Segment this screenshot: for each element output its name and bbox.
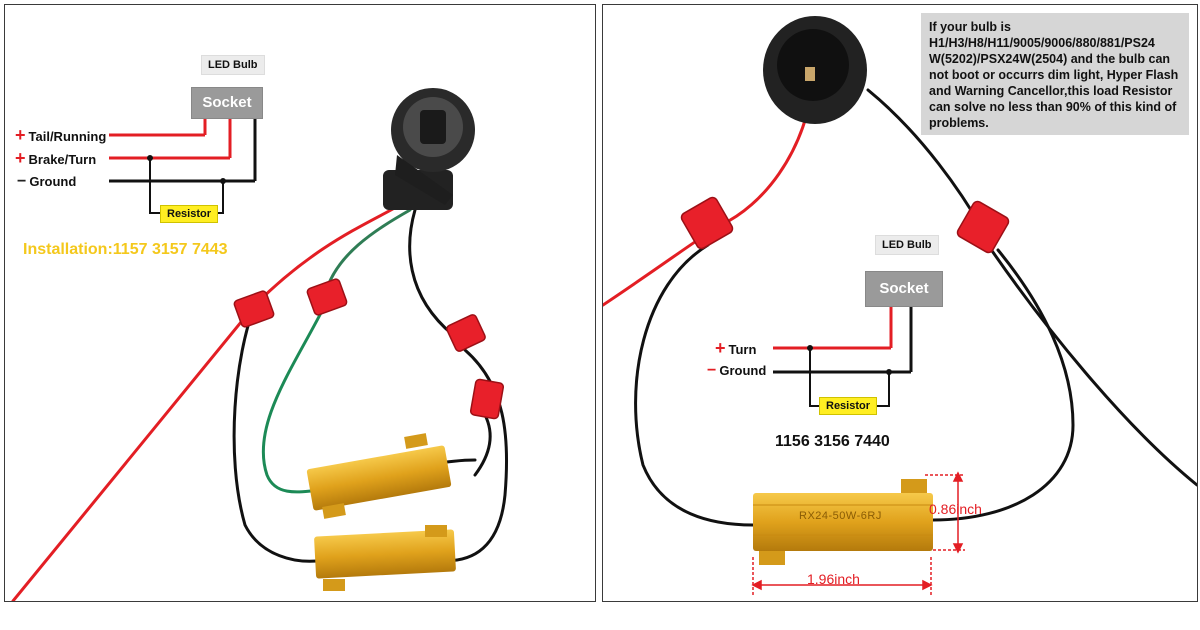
tail-running-text: Tail/Running <box>28 129 107 144</box>
brake-turn-text: Brake/Turn <box>28 152 97 167</box>
resistor-marking: RX24-50W-6RJ <box>799 510 882 522</box>
tap-connectors <box>680 196 1010 254</box>
resistor-bottom <box>314 525 456 591</box>
brake-turn-label: +Brake/Turn <box>15 148 96 169</box>
plus-icon: + <box>715 338 726 358</box>
photo-wires <box>603 83 1197 527</box>
schematic-wires <box>109 115 257 214</box>
plus-icon: + <box>15 148 26 168</box>
dimension-width: 1.96inch <box>807 571 860 587</box>
ground-label: −Ground <box>17 173 76 191</box>
ground-label: −Ground <box>707 362 766 380</box>
resistor-tag: Resistor <box>819 397 878 415</box>
right-wiring-photo <box>603 16 1197 595</box>
socket-box: Socket <box>191 87 263 119</box>
bulb-socket-photo <box>763 16 867 124</box>
resistor-photo <box>753 479 933 565</box>
left-panel: LED Bulb Socket +Tail/Running +Brake/Tur… <box>4 4 596 602</box>
tap-connectors <box>233 278 505 420</box>
right-panel: If your bulb is H1/H3/H8/H11/9005/9006/8… <box>602 4 1198 602</box>
minus-icon: − <box>707 362 717 379</box>
dimension-lines <box>751 471 965 595</box>
turn-label: +Turn <box>715 338 756 359</box>
dimension-height: 0.86inch <box>929 501 982 517</box>
resistor-top <box>306 433 452 519</box>
tail-running-label: +Tail/Running <box>15 125 106 146</box>
plus-icon: + <box>15 125 26 145</box>
bulb-socket-photo <box>383 88 475 210</box>
ground-text: Ground <box>719 363 767 378</box>
led-bulb-label: LED Bulb <box>875 235 939 255</box>
left-wiring-photo <box>11 88 509 601</box>
led-bulb-label: LED Bulb <box>201 55 265 75</box>
compatibility-note: If your bulb is H1/H3/H8/H11/9005/9006/8… <box>921 13 1189 135</box>
schematic-wires <box>773 307 913 407</box>
resistor-tag: Resistor <box>160 205 219 223</box>
turn-text: Turn <box>728 342 757 357</box>
installation-label: Installation:1157 3157 7443 <box>23 241 228 258</box>
ground-text: Ground <box>29 174 77 189</box>
socket-box: Socket <box>865 271 943 307</box>
models-label: 1156 3156 7440 <box>775 433 890 450</box>
minus-icon: − <box>17 173 27 190</box>
